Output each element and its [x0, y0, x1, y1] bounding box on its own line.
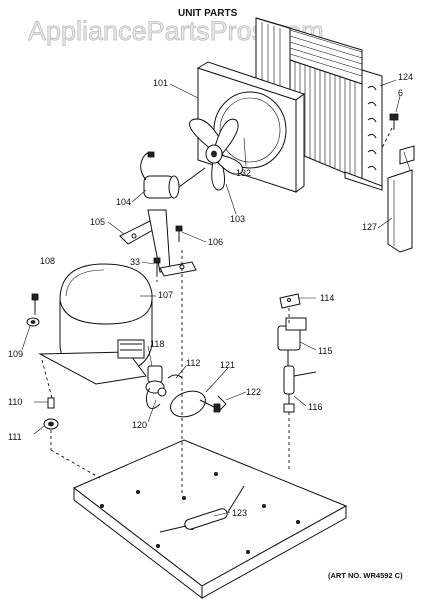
callout-132: 132	[236, 168, 251, 178]
callout-6: 6	[398, 88, 403, 98]
grommet-111-icon	[43, 418, 59, 430]
callout-101: 101	[153, 78, 168, 88]
art-number: (ART NO. WR4592 C)	[328, 571, 403, 580]
sleeve-110-icon	[47, 397, 55, 409]
fan-blade	[189, 118, 243, 191]
callout-120: 120	[132, 420, 147, 430]
callout-118: 118	[150, 339, 164, 349]
base-pan	[73, 439, 348, 600]
callout-121: 121	[220, 360, 235, 370]
screw-106-icon	[175, 225, 183, 242]
callout-33: 33	[130, 257, 140, 267]
callout-106: 106	[208, 237, 223, 247]
callout-103: 103	[230, 214, 245, 224]
diagram-title: UNIT PARTS	[178, 8, 238, 19]
callout-124: 124	[398, 72, 413, 82]
motor-bracket	[119, 209, 197, 277]
fan-motor	[140, 151, 206, 199]
callout-114: 114	[320, 293, 334, 303]
valve-bracket-114	[279, 293, 301, 309]
callout-111: 111	[8, 432, 22, 442]
compressor	[38, 263, 153, 385]
callout-123: 123	[232, 508, 247, 518]
condenser-bracket	[387, 145, 415, 253]
capacitor-121	[170, 390, 221, 418]
clip-112	[167, 374, 183, 379]
callout-105: 105	[90, 217, 105, 227]
drier-116	[283, 365, 317, 413]
clip-122-icon	[217, 395, 227, 411]
screw-33-icon	[153, 257, 161, 274]
leader-lines	[21, 79, 401, 517]
callout-109: 109	[8, 349, 23, 359]
grommet-109-icon	[26, 317, 40, 327]
assembly-lines	[34, 127, 393, 496]
callout-122: 122	[246, 387, 261, 397]
callout-116: 116	[308, 402, 322, 412]
bolt-108-icon	[31, 293, 39, 312]
callout-107: 107	[158, 290, 173, 300]
screw-6-icon	[389, 113, 399, 130]
overload-120	[145, 387, 167, 410]
callout-115: 115	[318, 346, 332, 356]
callout-104: 104	[116, 197, 131, 207]
callout-127: 127	[362, 222, 377, 232]
callout-110: 110	[8, 397, 22, 407]
solenoid-valve-115	[277, 317, 307, 366]
callout-112: 112	[186, 358, 200, 368]
callout-108: 108	[40, 256, 55, 266]
